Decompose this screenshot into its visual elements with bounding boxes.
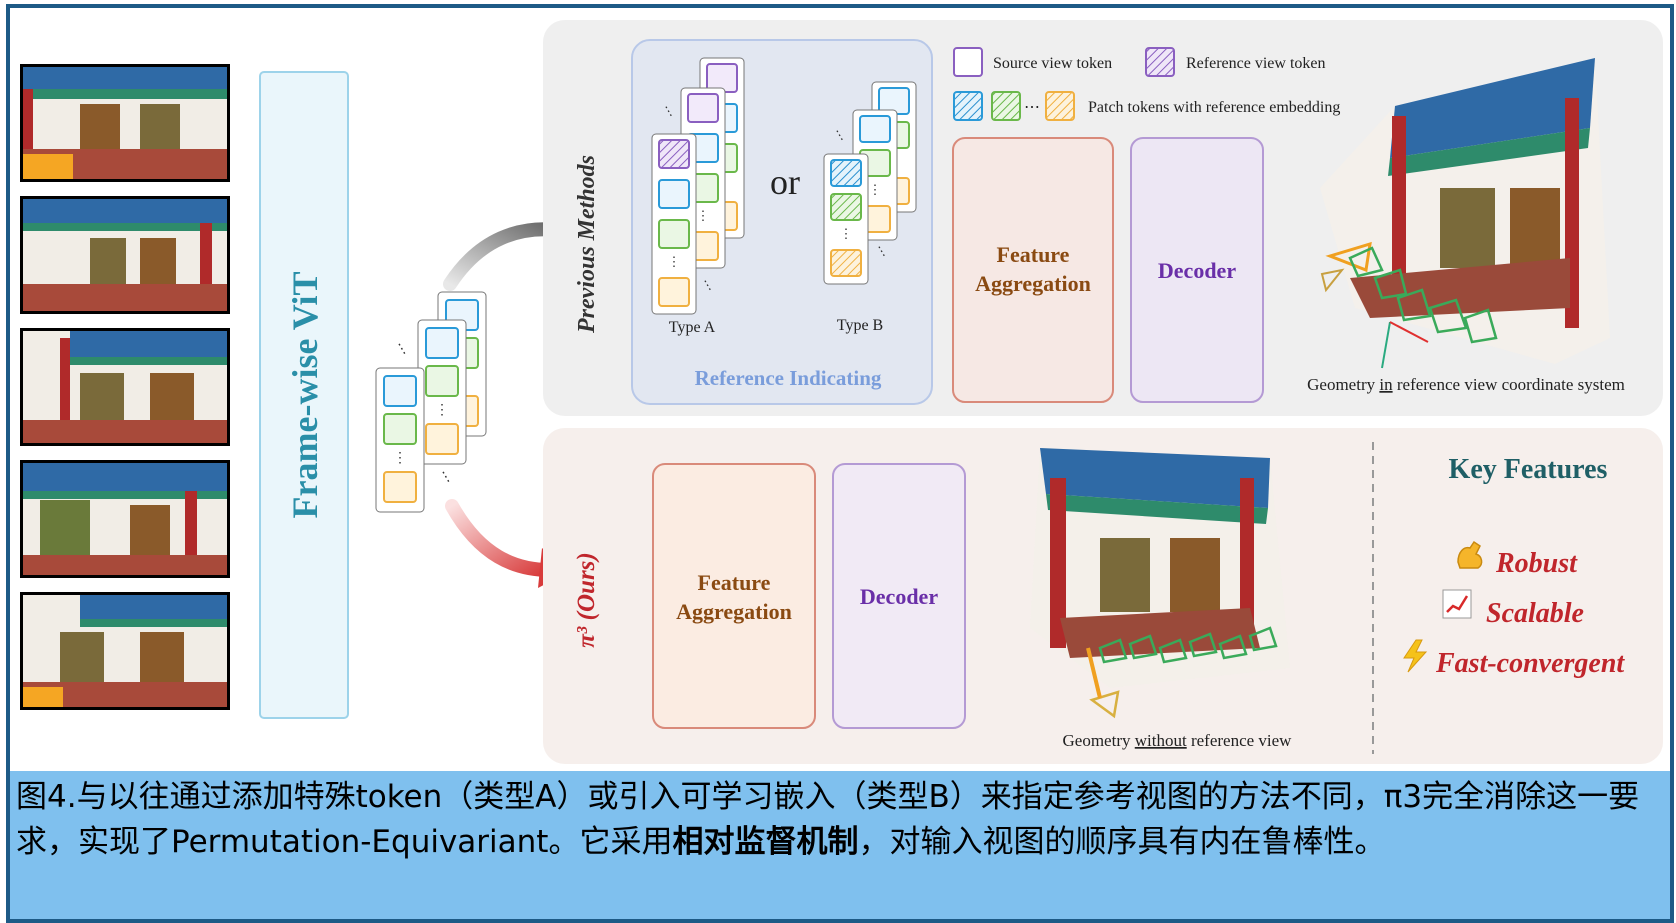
ours-feature-agg-line2: Aggregation (676, 599, 792, 624)
reference-indicating-label: Reference Indicating (695, 366, 882, 390)
ours-reconstruction-image (1030, 448, 1290, 719)
input-frames (20, 64, 230, 710)
or-text: or (770, 162, 800, 202)
ours-decoder-label: Decoder (860, 584, 938, 609)
svg-text:⋮: ⋮ (437, 467, 457, 487)
input-frame-2 (20, 196, 230, 314)
prev-feature-agg-line2: Aggregation (975, 271, 1091, 296)
type-b-label: Type B (837, 317, 883, 334)
prev-feature-aggregation-box (952, 137, 1114, 403)
caption-bold: 相对监督机制 (672, 824, 859, 860)
middle-token-stack: ⋮ ⋮ ⋮ ⋮ (375, 291, 487, 513)
svg-text:⋮: ⋮ (872, 241, 891, 260)
prev-decoder-label: Decoder (1158, 258, 1236, 283)
legend-patch: Patch tokens with reference embedding (1088, 99, 1340, 116)
svg-text:⋮: ⋮ (668, 254, 681, 269)
svg-text:⋮: ⋮ (659, 101, 678, 120)
input-frame-4 (20, 460, 230, 578)
type-a-tokens: ⋮ ⋮ ⋮ ⋮ (651, 57, 745, 315)
prev-decoder-box (1130, 137, 1264, 403)
vit-block: Frame-wise ViT (259, 71, 349, 719)
previous-methods-label: Previous Methods (574, 155, 600, 334)
previous-methods-panel: Previous Methods ⋮ (543, 20, 1663, 416)
prev-feature-agg-line1: Feature (997, 242, 1070, 267)
type-a-label: Type A (669, 319, 716, 336)
ours-panel: π³ (Ours) Feature Aggregation Decoder (543, 428, 1663, 764)
svg-text:⋯: ⋯ (1024, 99, 1040, 116)
svg-text:⋮: ⋮ (698, 275, 717, 294)
svg-text:⋮: ⋮ (697, 208, 710, 223)
feature-fast-convergent: Fast-convergent (1435, 648, 1625, 679)
caption-part1: 图4.与以往通过添加特殊token（类型A）或引入可学习嵌入（类型B）来指定参考… (16, 779, 1640, 860)
svg-text:⋮: ⋮ (393, 451, 407, 466)
ours-label: π³ (Ours) (573, 552, 600, 647)
input-frame-5 (20, 592, 230, 710)
vit-label: Frame-wise ViT (285, 272, 325, 519)
arrow-to-previous (443, 222, 565, 291)
source-token-swatch (953, 47, 983, 77)
type-b-tokens: ⋮ ⋮ ⋮ ⋮ (823, 81, 917, 285)
legend-source: Source view token (993, 55, 1112, 72)
svg-text:⋮: ⋮ (393, 339, 413, 359)
prev-geometry-caption: Geometry in reference view coordinate sy… (1307, 375, 1625, 394)
svg-text:⋮: ⋮ (830, 125, 849, 144)
svg-text:⋮: ⋮ (435, 403, 449, 418)
svg-text:⋮: ⋮ (869, 182, 882, 197)
chart-icon (1442, 589, 1472, 619)
feature-scalable: Scalable (1486, 598, 1584, 629)
ours-feature-aggregation-box (652, 463, 816, 729)
input-frame-1 (20, 64, 230, 182)
figure-caption: 图4.与以往通过添加特殊token（类型A）或引入可学习嵌入（类型B）来指定参考… (10, 771, 1670, 919)
muscle-icon (1457, 540, 1483, 569)
arrow-to-ours (445, 499, 557, 577)
key-features-title: Key Features (1449, 454, 1608, 485)
svg-text:⋮: ⋮ (840, 226, 853, 241)
ours-geometry-caption: Geometry without reference view (1063, 731, 1293, 750)
ours-feature-agg-line1: Feature (698, 570, 771, 595)
token-legend: Source view token Reference view token ⋯… (953, 47, 1340, 121)
reference-token-swatch (1145, 47, 1175, 77)
input-frame-3 (20, 328, 230, 446)
lightning-icon (1403, 639, 1428, 673)
prev-reconstruction-image (1320, 58, 1610, 369)
method-diagram: Frame-wise ViT ⋮ ⋮ ⋮ ⋮ (20, 20, 1663, 764)
feature-robust: Robust (1495, 548, 1578, 579)
ours-decoder-box (832, 463, 966, 729)
legend-reference: Reference view token (1186, 55, 1325, 72)
caption-part2: ，对输入视图的顺序具有内在鲁棒性。 (858, 824, 1386, 860)
figure-frame: Frame-wise ViT ⋮ ⋮ ⋮ ⋮ (6, 4, 1674, 923)
